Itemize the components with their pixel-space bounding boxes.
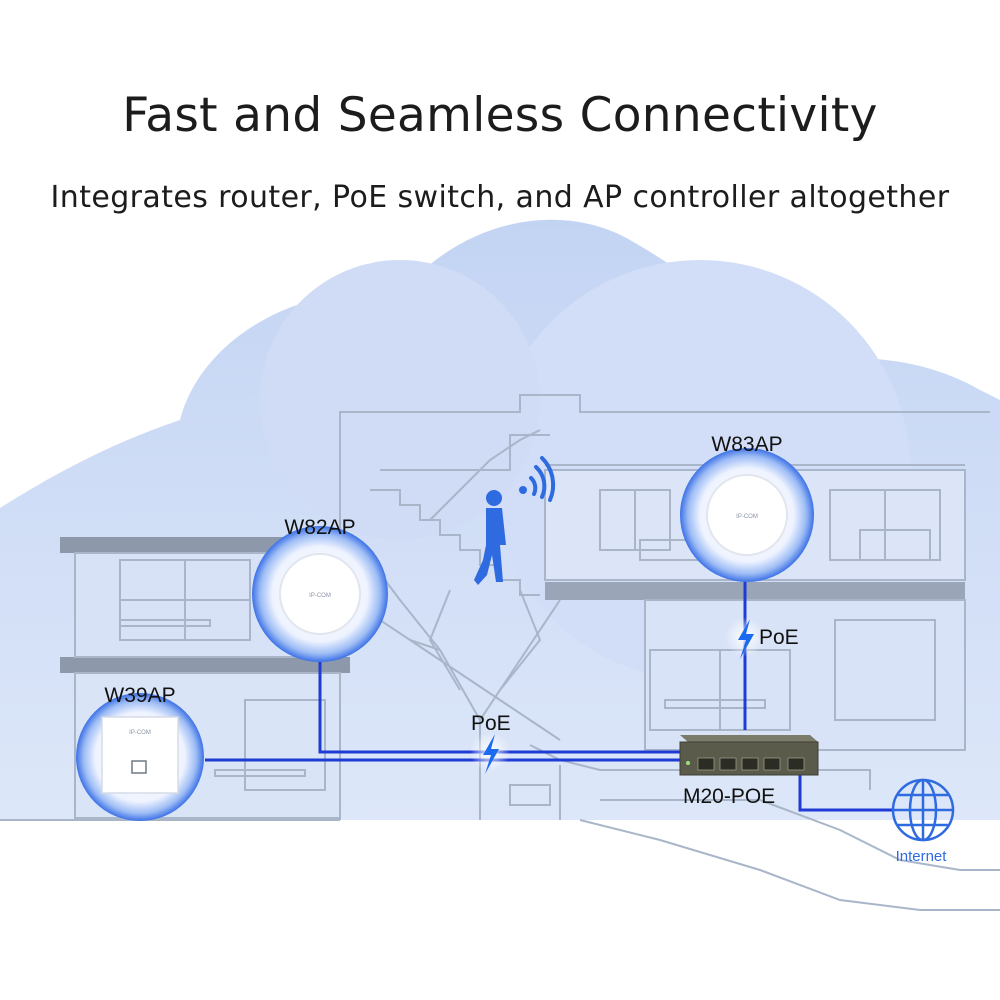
person-on-stairs [474,490,506,585]
w39ap-brand: IP-COM [129,730,151,736]
globe-icon [891,778,955,842]
w83ap-label: W83AP [711,433,782,456]
poe-bolt-right-icon [725,617,765,659]
w39ap-label: W39AP [104,684,175,707]
m20-poe-label: M20-POE [683,785,775,808]
page-subtitle: Integrates router, PoE switch, and AP co… [50,180,950,215]
ethernet-port-icon [131,760,147,774]
w82ap-brand: IP-COM [309,593,331,599]
m20-poe-switch [679,735,819,776]
w82ap-label: W82AP [284,516,355,539]
poe-bolt-left-icon [470,732,510,774]
w82ap-access-point: IP-COM [252,526,388,662]
wifi-signal-icon [519,456,556,502]
poe-label-right: PoE [759,626,799,649]
w83ap-access-point: IP-COM [680,448,814,582]
w39ap-access-point: IP-COM [76,693,204,821]
internet-label: Internet [896,848,948,865]
poe-label-left: PoE [471,712,511,735]
w83ap-brand: IP-COM [736,514,758,520]
page-title: Fast and Seamless Connectivity [122,88,878,143]
network-cables [205,580,893,812]
